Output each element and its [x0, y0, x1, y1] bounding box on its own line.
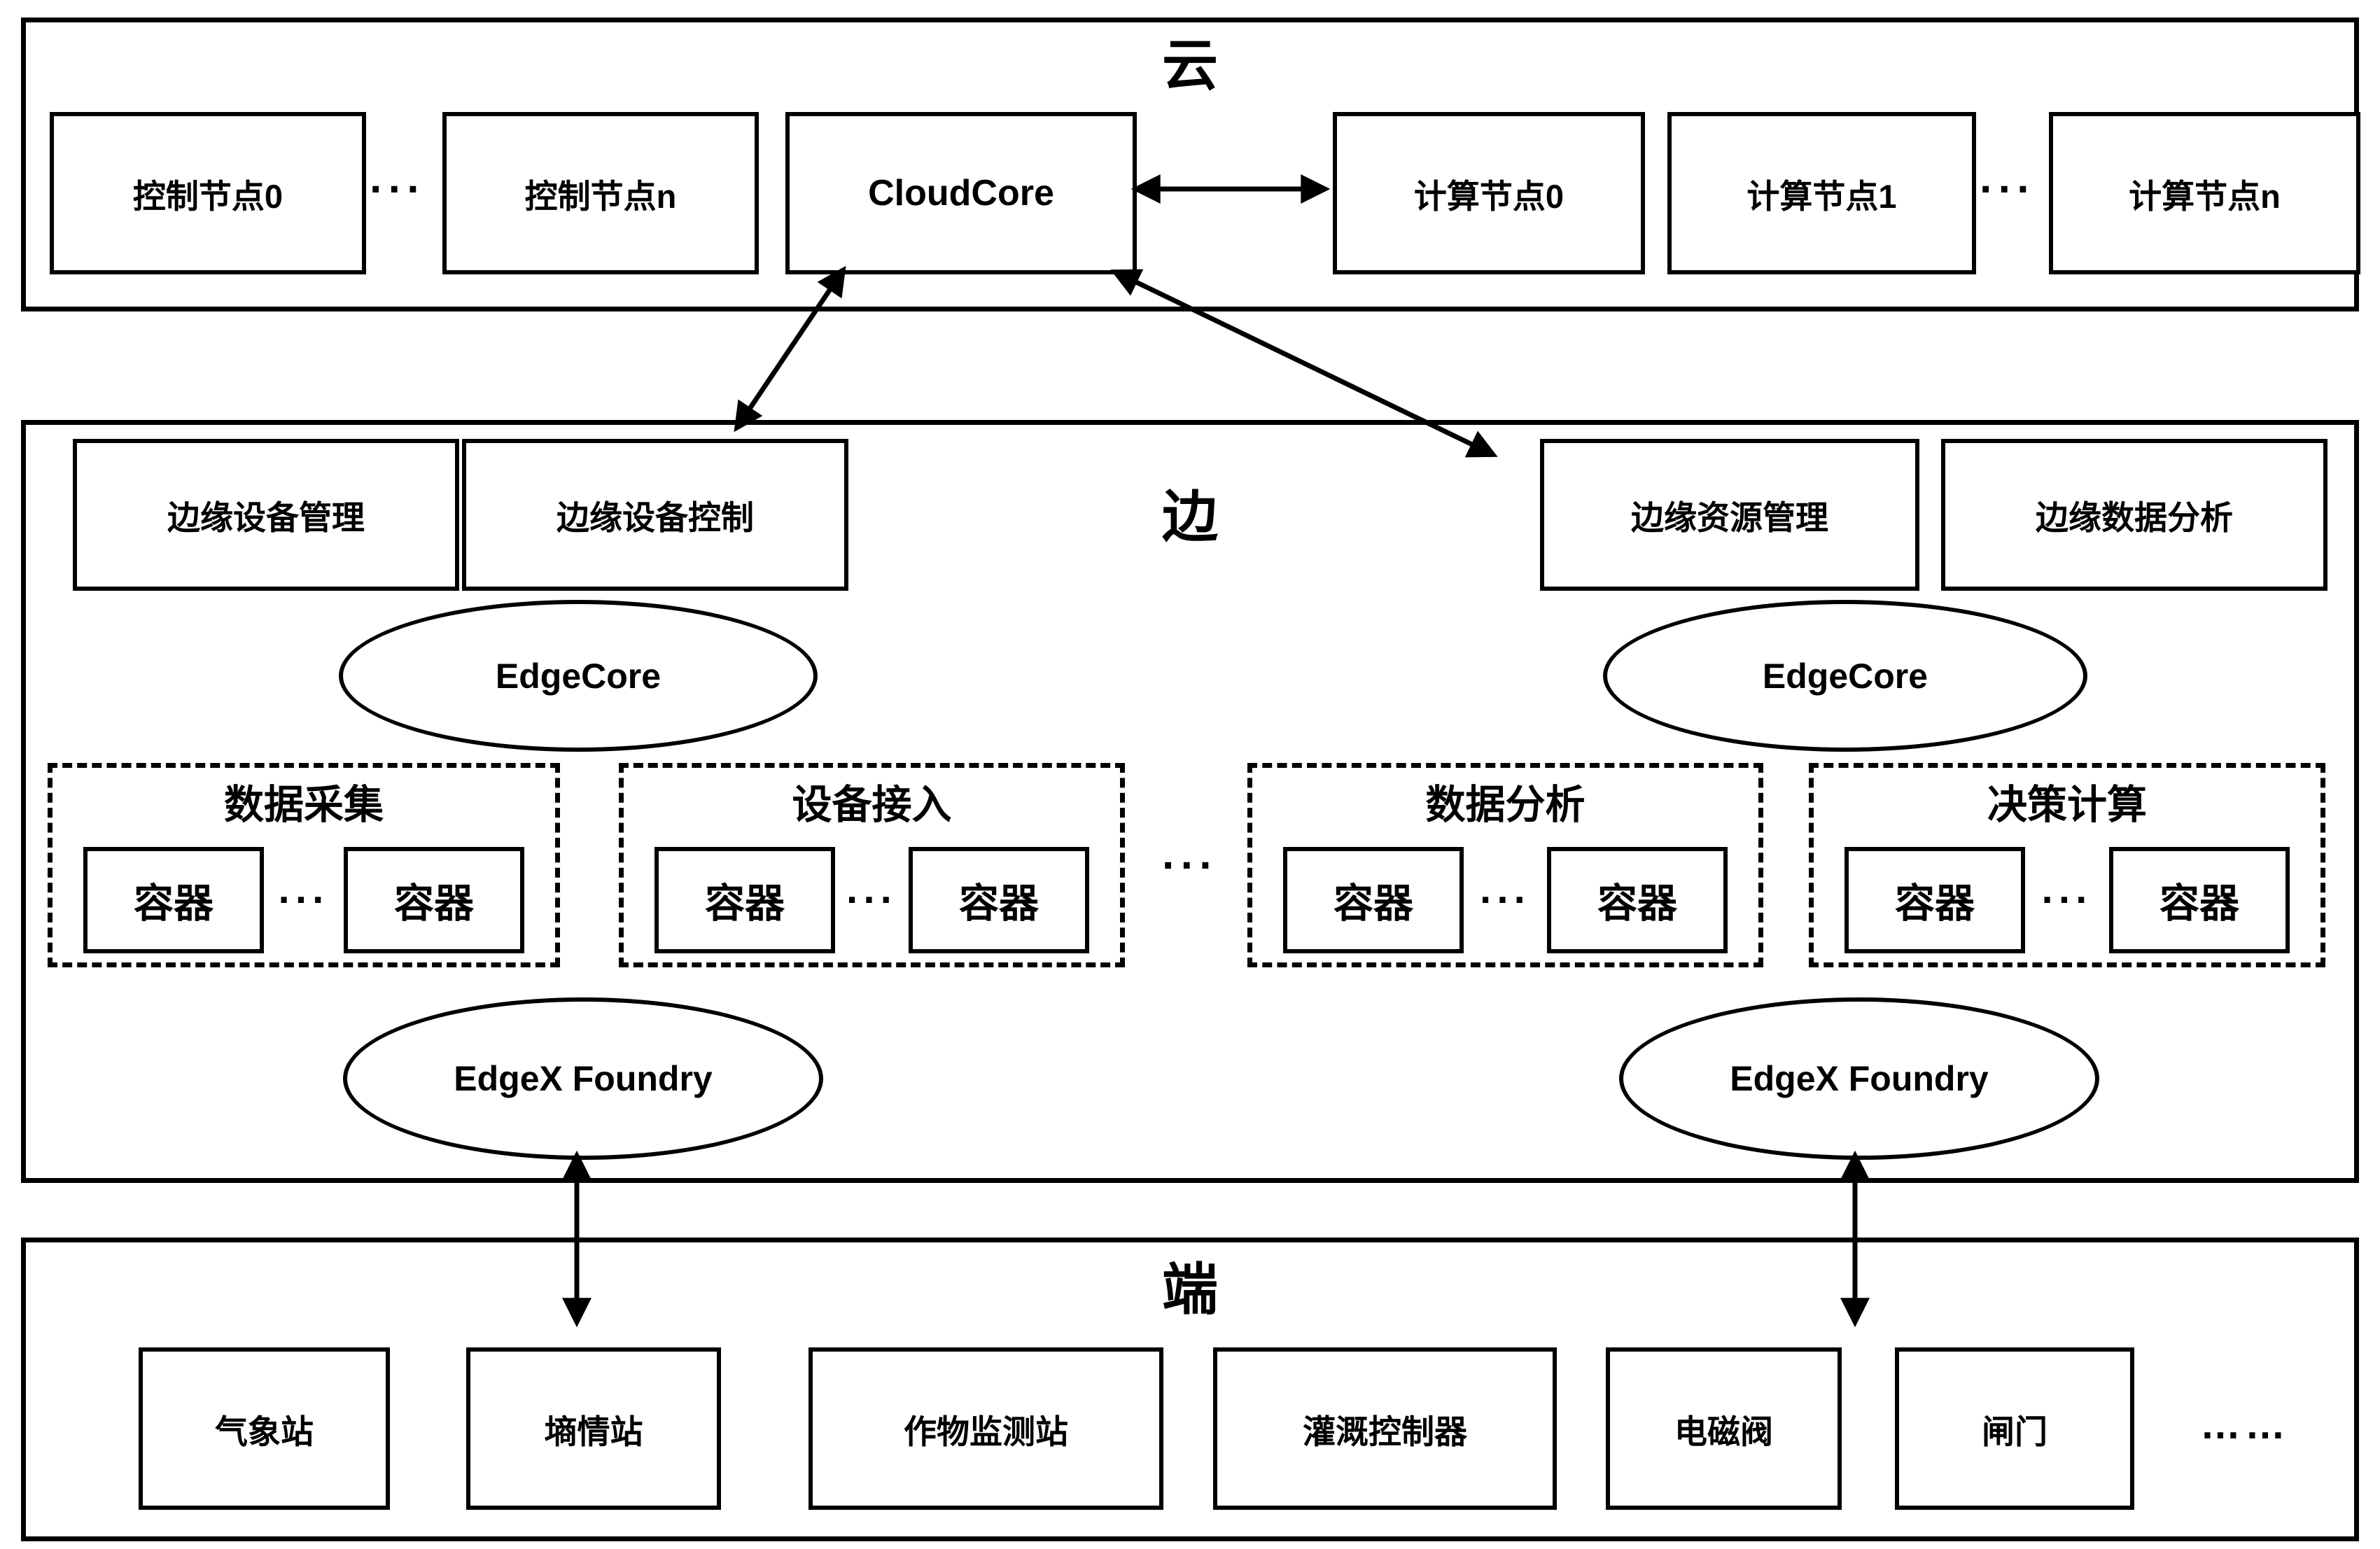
cloud-section-frame: 云 控制节点0 ··· 控制节点n CloudCore 计算节点0 计算节点1 … [21, 17, 2360, 311]
compute-node-0-box: 计算节点0 [1333, 112, 1645, 274]
container-box: 容器 [654, 846, 835, 953]
control-nodes-ellipsis: ··· [370, 164, 426, 213]
group-device-access: 设备接入 容器 ··· 容器 [619, 763, 1125, 967]
control-node-n-box: 控制节点n [442, 112, 759, 274]
container-box: 容器 [1844, 846, 2025, 953]
container-box: 容器 [2108, 846, 2290, 953]
group-data-analysis-title: 数据分析 [1425, 783, 1586, 827]
container-box: 容器 [1283, 846, 1464, 953]
group-data-collection: 数据采集 容器 ··· 容器 [48, 763, 560, 967]
edgex-foundry-left-ellipse: EdgeX Foundry [343, 997, 823, 1160]
compute-node-1-box: 计算节点1 [1667, 112, 1976, 274]
device-more-ellipsis: …… [2200, 1401, 2290, 1448]
container-ellipsis: ··· [2041, 877, 2093, 923]
edge-section-label: 边 [1162, 486, 1218, 548]
edge-section-frame: 边 边缘设备管理 边缘设备控制 边缘资源管理 边缘数据分析 EdgeCore E… [21, 420, 2359, 1183]
container-box: 容器 [343, 846, 524, 953]
irrigation-controller-box: 灌溉控制器 [1213, 1347, 1557, 1510]
cloudcore-box: CloudCore [785, 112, 1137, 274]
container-box: 容器 [1546, 846, 1728, 953]
cloud-section-label: 云 [1162, 34, 1218, 97]
group-data-analysis-containers: 容器 ··· 容器 [1252, 846, 1758, 953]
group-device-access-title: 设备接入 [792, 783, 952, 827]
group-device-access-containers: 容器 ··· 容器 [624, 846, 1120, 953]
device-section-label: 端 [1162, 1259, 1218, 1321]
group-data-collection-containers: 容器 ··· 容器 [52, 846, 555, 953]
edge-data-analysis-box: 边缘数据分析 [1941, 439, 2328, 591]
container-ellipsis: ··· [278, 877, 330, 923]
container-box: 容器 [908, 846, 1089, 953]
edgecore-left-ellipse: EdgeCore [339, 600, 818, 752]
solenoid-valve-box: 电磁阀 [1606, 1347, 1842, 1510]
compute-nodes-ellipsis: ··· [1980, 164, 2036, 213]
weather-station-box: 气象站 [139, 1347, 390, 1510]
edgex-foundry-right-ellipse: EdgeX Foundry [1619, 997, 2099, 1160]
group-decision-computing-containers: 容器 ··· 容器 [1814, 846, 2320, 953]
group-decision-computing: 决策计算 容器 ··· 容器 [1809, 763, 2325, 967]
group-decision-computing-title: 决策计算 [1987, 783, 2147, 827]
groups-ellipsis: ··· [1162, 841, 1218, 890]
crop-monitoring-station-box: 作物监测站 [808, 1347, 1163, 1510]
container-ellipsis: ··· [1480, 877, 1531, 923]
gate-box: 闸门 [1895, 1347, 2134, 1510]
group-data-analysis: 数据分析 容器 ··· 容器 [1247, 763, 1763, 967]
container-ellipsis: ··· [846, 877, 897, 923]
edge-device-control-box: 边缘设备控制 [462, 439, 848, 591]
control-node-0-box: 控制节点0 [50, 112, 366, 274]
soil-moisture-station-box: 墒情站 [466, 1347, 721, 1510]
edge-device-management-box: 边缘设备管理 [73, 439, 459, 591]
edge-resource-management-box: 边缘资源管理 [1540, 439, 1919, 591]
group-data-collection-title: 数据采集 [224, 783, 384, 827]
compute-node-n-box: 计算节点n [2049, 112, 2360, 274]
container-box: 容器 [83, 846, 264, 953]
edgecore-right-ellipse: EdgeCore [1603, 600, 2087, 752]
device-section-frame: 端 气象站 墒情站 作物监测站 灌溉控制器 电磁阀 闸门 …… [21, 1238, 2359, 1541]
